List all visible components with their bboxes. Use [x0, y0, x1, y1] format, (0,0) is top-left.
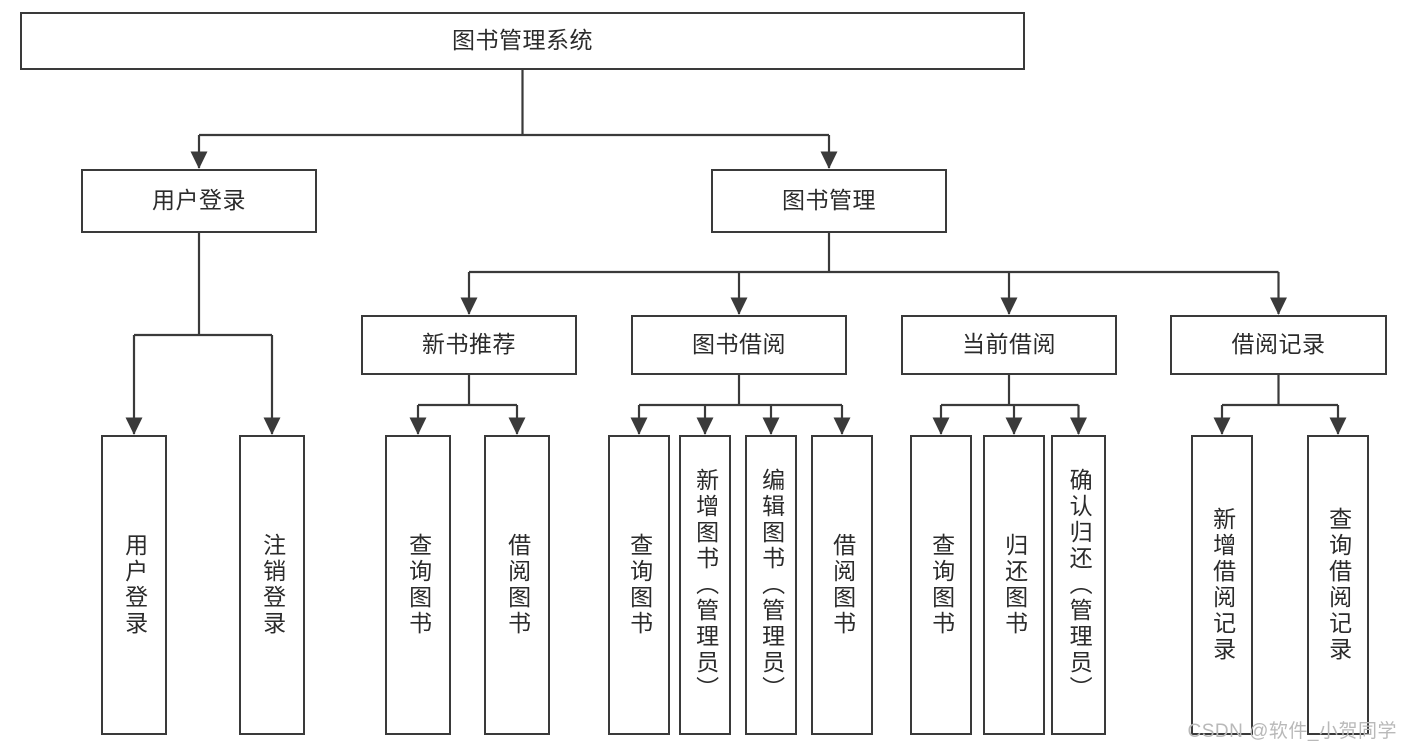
node-label: 图书管理 — [782, 187, 876, 214]
node-l-borrow2[interactable]: 借阅图书 — [811, 435, 873, 735]
node-label: 确认归还（管理员） — [1066, 468, 1093, 702]
node-label: 图书管理系统 — [452, 27, 593, 54]
node-l-query2[interactable]: 查询图书 — [608, 435, 670, 735]
node-label: 用户登录 — [121, 533, 148, 637]
node-l-borrow1[interactable]: 借阅图书 — [484, 435, 550, 735]
node-label: 当前借阅 — [962, 331, 1056, 358]
node-records[interactable]: 借阅记录 — [1170, 315, 1387, 375]
node-label: 查询图书 — [405, 533, 432, 637]
node-label: 新增图书（管理员） — [692, 468, 719, 702]
node-l-query3[interactable]: 查询图书 — [910, 435, 972, 735]
node-l-edit[interactable]: 编辑图书（管理员） — [745, 435, 797, 735]
node-label: 新书推荐 — [422, 331, 516, 358]
csdn-watermark: CSDN @软件_小贺同学 — [1187, 721, 1397, 742]
node-newrec[interactable]: 新书推荐 — [361, 315, 577, 375]
node-label: 查询图书 — [626, 533, 653, 637]
node-bookmgmt[interactable]: 图书管理 — [711, 169, 947, 233]
node-l-return[interactable]: 归还图书 — [983, 435, 1045, 735]
node-login[interactable]: 用户登录 — [81, 169, 317, 233]
node-l-qryrec[interactable]: 查询借阅记录 — [1307, 435, 1369, 735]
node-label: 借阅图书 — [504, 533, 531, 637]
node-l-confirm[interactable]: 确认归还（管理员） — [1051, 435, 1106, 735]
node-label: 查询图书 — [928, 533, 955, 637]
node-l-login[interactable]: 用户登录 — [101, 435, 167, 735]
node-current[interactable]: 当前借阅 — [901, 315, 1117, 375]
node-label: 新增借阅记录 — [1209, 507, 1236, 663]
node-label: 编辑图书（管理员） — [758, 468, 785, 702]
node-l-query1[interactable]: 查询图书 — [385, 435, 451, 735]
node-l-add[interactable]: 新增图书（管理员） — [679, 435, 731, 735]
node-label: 借阅图书 — [829, 533, 856, 637]
node-label: 用户登录 — [152, 187, 246, 214]
node-l-addrec[interactable]: 新增借阅记录 — [1191, 435, 1253, 735]
node-label: 查询借阅记录 — [1325, 507, 1352, 663]
node-l-logout[interactable]: 注销登录 — [239, 435, 305, 735]
node-borrow[interactable]: 图书借阅 — [631, 315, 847, 375]
node-root[interactable]: 图书管理系统 — [20, 12, 1025, 70]
node-label: 归还图书 — [1001, 533, 1028, 637]
node-label: 借阅记录 — [1231, 331, 1326, 358]
node-label: 图书借阅 — [692, 331, 786, 358]
node-label: 注销登录 — [259, 533, 286, 637]
